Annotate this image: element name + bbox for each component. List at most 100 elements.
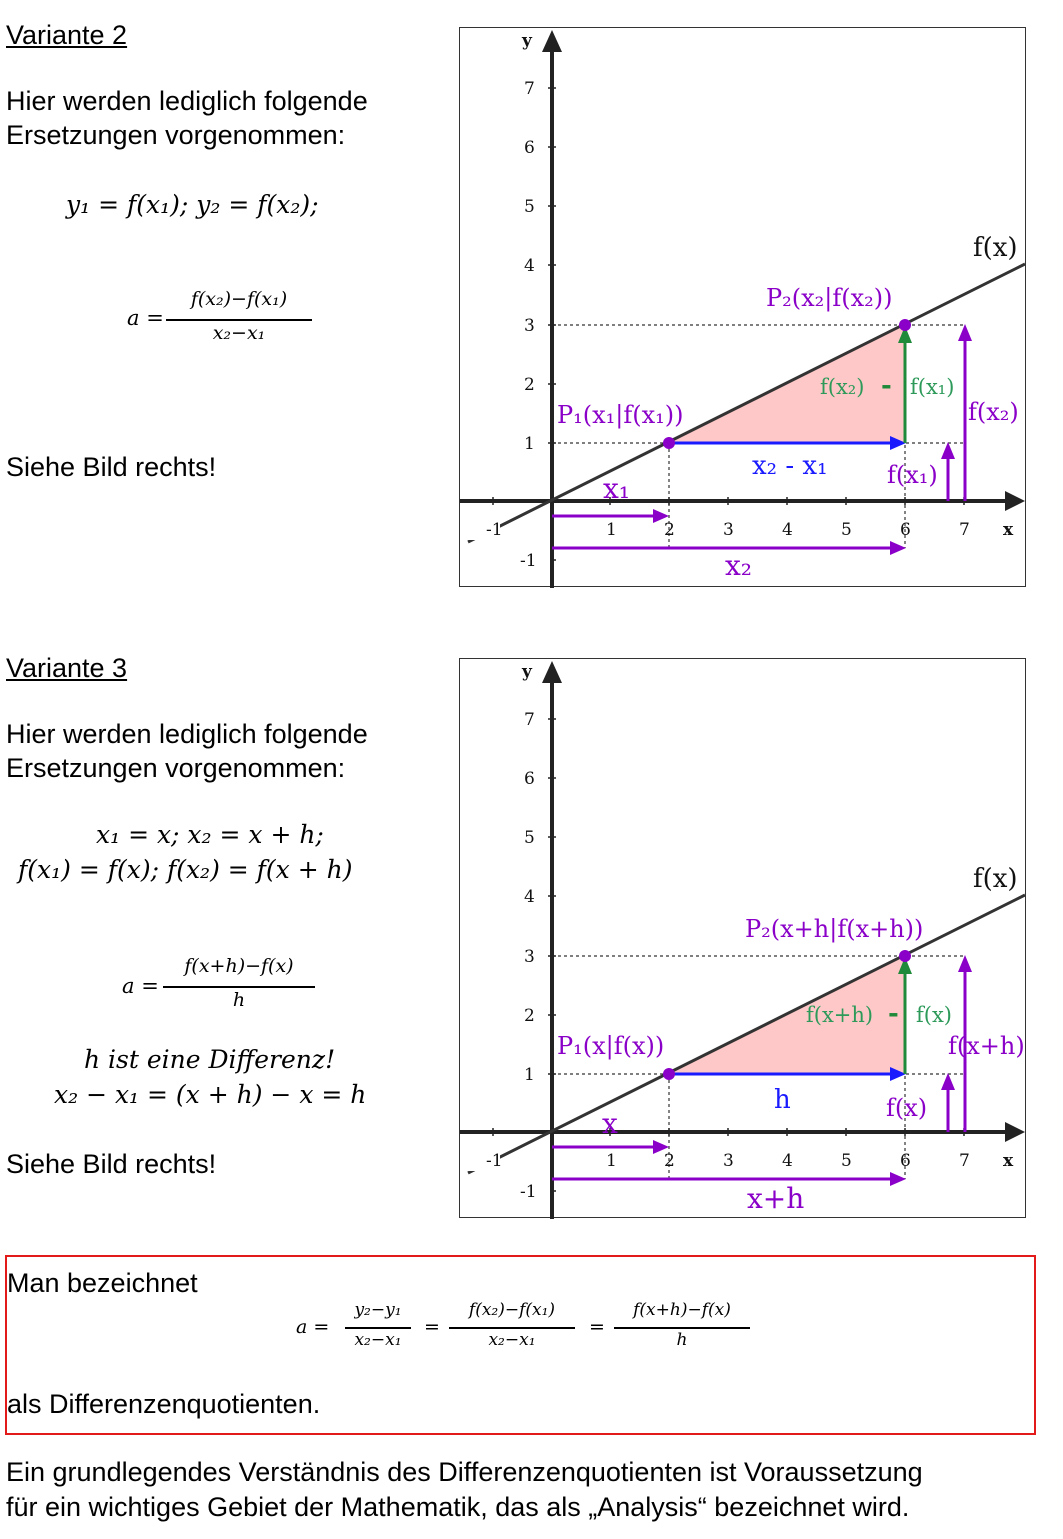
y-tick-label: 5 <box>524 828 535 848</box>
x-tick-label: 3 <box>723 1151 734 1171</box>
x-tick-label: 7 <box>959 1151 970 1171</box>
function-label: f(x) <box>973 233 1018 263</box>
function-line <box>467 262 1026 544</box>
xh-arrow-head-icon <box>890 1172 906 1186</box>
variante-2-intro-line2: Ersetzungen vorgenommen: <box>6 120 346 150</box>
y-tick-label: 3 <box>524 316 535 336</box>
x-axis-arrow-icon <box>1005 491 1025 511</box>
y-tick-label: 7 <box>524 79 535 99</box>
x-tick-label: 4 <box>782 1151 793 1171</box>
y-tick-label: 1 <box>524 434 535 454</box>
summary-fraction-2: f(x₂)−f(x₁) x₂−x₁ <box>449 1300 575 1356</box>
fraction-bar <box>163 986 315 988</box>
x-tick-label: 2 <box>664 520 675 540</box>
y-tick-label: 6 <box>524 769 535 789</box>
x1-label: x₁ <box>603 472 630 505</box>
x2-label: x₂ <box>725 549 752 582</box>
x-tick-label: 6 <box>900 1151 911 1171</box>
x-tick-label: 5 <box>841 1151 852 1171</box>
xh-label: x+h <box>747 1182 804 1215</box>
variante-2-equation: y₁ = f(x₁); y₂ = f(x₂); <box>66 190 319 219</box>
x2-arrow-head-icon <box>890 541 906 555</box>
graph-variante-3: -1 1 2 3 4 5 6 7 x -1 1 2 3 4 5 6 7 y f(… <box>459 658 1026 1219</box>
point-p1 <box>663 1068 675 1080</box>
x-axis-label: x <box>1003 520 1014 540</box>
annotation-labels: f(x) P₂(x+h|f(x+h)) P₁(x|f(x)) h f(x+h) … <box>557 864 1025 1215</box>
variante-3-note-line1: h ist eine Differenz! <box>84 1045 336 1074</box>
x-tick-label: 7 <box>959 520 970 540</box>
dy-arrow-head-icon <box>898 326 912 343</box>
summary-fraction-2-denominator: x₂−x₁ <box>488 1330 536 1350</box>
footer-line1: Ein grundlegendes Verständnis des Differ… <box>6 1457 923 1487</box>
y-tick-label: -1 <box>520 1182 537 1202</box>
fx1-label: f(x₁) <box>887 461 938 489</box>
fraction-bar <box>614 1327 750 1329</box>
variante-3-fraction-numerator: f(x+h)−f(x) <box>184 955 294 977</box>
summary-fraction-3-denominator: h <box>676 1330 688 1350</box>
y-tick-label: 4 <box>524 256 535 276</box>
y-tick-label: 5 <box>524 197 535 217</box>
x-tick-label: 6 <box>900 520 911 540</box>
dx-arrow-head-icon <box>890 1067 906 1081</box>
tick-labels: -1 1 2 3 4 5 6 7 x -1 1 2 3 4 5 6 7 y <box>486 31 1014 571</box>
graph-variante-2: -1 1 2 3 4 5 6 7 x -1 1 2 3 4 5 6 7 y f(… <box>459 27 1026 588</box>
x-tick-label: 2 <box>664 1151 675 1171</box>
variante-2-fraction: f(x₂)−f(x₁) x₂−x₁ <box>166 288 312 348</box>
dy-minus: - <box>881 371 892 401</box>
p1-label: P₁(x|f(x)) <box>557 1032 664 1061</box>
y-axis-arrow-icon <box>542 30 562 52</box>
function-label: f(x) <box>973 864 1018 894</box>
variante-3-intro-line1: Hier werden lediglich folgende <box>6 719 368 749</box>
dx-arrow-head-icon <box>890 436 906 450</box>
summary-fraction-1-numerator: y₂−y₁ <box>354 1300 402 1320</box>
axis-ticks <box>492 87 965 561</box>
variante-3-equation-line1: x₁ = x; x₂ = x + h; <box>96 820 324 849</box>
summary-a-eq: a = <box>296 1316 330 1338</box>
summary-box <box>5 1255 1036 1435</box>
variante-3-note-line2: x₂ − x₁ = (x + h) − x = h <box>54 1080 367 1109</box>
x-tick-label: -1 <box>486 1151 503 1171</box>
x-axis-arrow-icon <box>1005 1122 1025 1142</box>
function-line <box>467 893 1026 1175</box>
summary-line2: als Differenzenquotienten. <box>7 1389 321 1419</box>
y-tick-label: 3 <box>524 947 535 967</box>
tick-labels: -1 1 2 3 4 5 6 7 x -1 1 2 3 4 5 6 7 y <box>486 662 1014 1202</box>
variante-2-fraction-denominator: x₂−x₁ <box>212 322 266 344</box>
x-axis-label: x <box>1003 1151 1014 1171</box>
dy-label-right: f(x) <box>916 1003 952 1027</box>
annotation-labels: f(x) P₂(x₂|f(x₂)) P₁(x₁|f(x₁)) x₂ - x₁ f… <box>557 233 1019 582</box>
dy-label-left: f(x+h) <box>806 1003 873 1027</box>
fx2-label: f(x₂) <box>968 398 1019 426</box>
x-tick-label: 1 <box>606 520 617 540</box>
fxh-label: f(x+h) <box>948 1032 1025 1060</box>
fx1-arrow-head-icon <box>941 442 955 459</box>
variante-2-heading: Variante 2 <box>6 20 128 50</box>
x-tick-label: 5 <box>841 520 852 540</box>
fraction-bar <box>166 319 312 321</box>
variante-3-fraction-denominator: h <box>232 989 246 1011</box>
fraction-bar <box>449 1327 575 1329</box>
graph-variante-3-svg: -1 1 2 3 4 5 6 7 x -1 1 2 3 4 5 6 7 y f(… <box>460 661 1026 1219</box>
variante-2-see-image: Siehe Bild rechts! <box>6 452 217 482</box>
y-tick-label: 1 <box>524 1065 535 1085</box>
dx-label: x₂ - x₁ <box>752 451 828 481</box>
dy-label-left: f(x₂) <box>820 375 864 399</box>
p1-label: P₁(x₁|f(x₁)) <box>557 401 684 430</box>
y-axis-label: y <box>521 31 533 51</box>
y-tick-label: 2 <box>524 375 535 395</box>
variante-2-fraction-numerator: f(x₂)−f(x₁) <box>190 288 288 310</box>
summary-fraction-3: f(x+h)−f(x) h <box>614 1300 750 1356</box>
point-p2 <box>899 950 911 962</box>
variante-2-fraction-lhs: a = <box>127 306 164 330</box>
fx2-arrow-head-icon <box>958 324 972 341</box>
variante-2-intro-line1: Hier werden lediglich folgende <box>6 86 368 116</box>
point-p1 <box>663 437 675 449</box>
variante-3-fraction-lhs: a = <box>122 974 159 998</box>
x-arrow-head-icon <box>653 1140 669 1154</box>
summary-fraction-1: y₂−y₁ x₂−x₁ <box>345 1300 411 1356</box>
x-tick-label: 1 <box>606 1151 617 1171</box>
dy-arrow-head-icon <box>898 957 912 974</box>
variante-3-fraction: f(x+h)−f(x) h <box>163 955 315 1015</box>
y-tick-label: 4 <box>524 887 535 907</box>
x-tick-label: 4 <box>782 520 793 540</box>
